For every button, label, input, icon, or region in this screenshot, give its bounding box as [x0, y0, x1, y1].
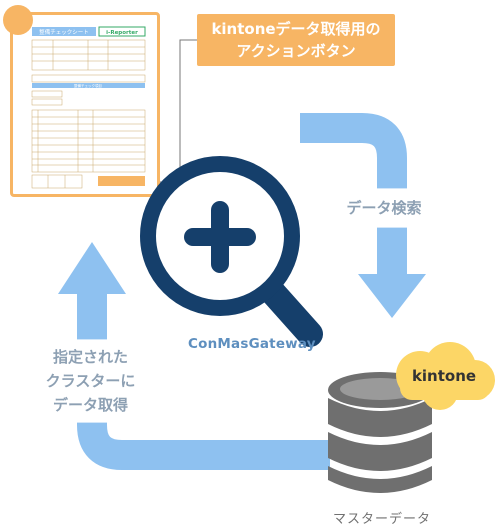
cluster-label: 指定された クラスターに データ取得 [18, 340, 163, 422]
down-arrow-head [358, 274, 426, 318]
magnifier-plus-icon [140, 156, 323, 347]
data-search-label: データ検索 [320, 189, 448, 227]
callout-line2: アクションボタン [236, 42, 356, 60]
up-arrow-head [58, 242, 126, 294]
gateway-label: ConMasGateway [188, 336, 316, 352]
master-data-label: マスターデータ [332, 512, 431, 527]
cluster-line3: データ取得 [52, 396, 128, 414]
inspection-sheet: 整備チェックシート i-Reporter 整備チェック項目 [3, 5, 160, 197]
pen-icon [3, 5, 33, 35]
sheet-title: 整備チェックシート [39, 28, 89, 36]
sheet-section: 整備チェック項目 [74, 83, 102, 88]
callout-line1: kintoneデータ取得用の [211, 20, 381, 38]
action-button-callout: kintoneデータ取得用の アクションボタン [197, 14, 395, 66]
kintone-label: kintone [411, 367, 477, 385]
kintone-action-button [98, 176, 145, 186]
kintone-cloud-icon [396, 342, 495, 410]
sheet-brand: i-Reporter [106, 30, 138, 36]
cluster-line2: クラスターに [45, 372, 136, 390]
cluster-line1: 指定された [52, 348, 128, 366]
